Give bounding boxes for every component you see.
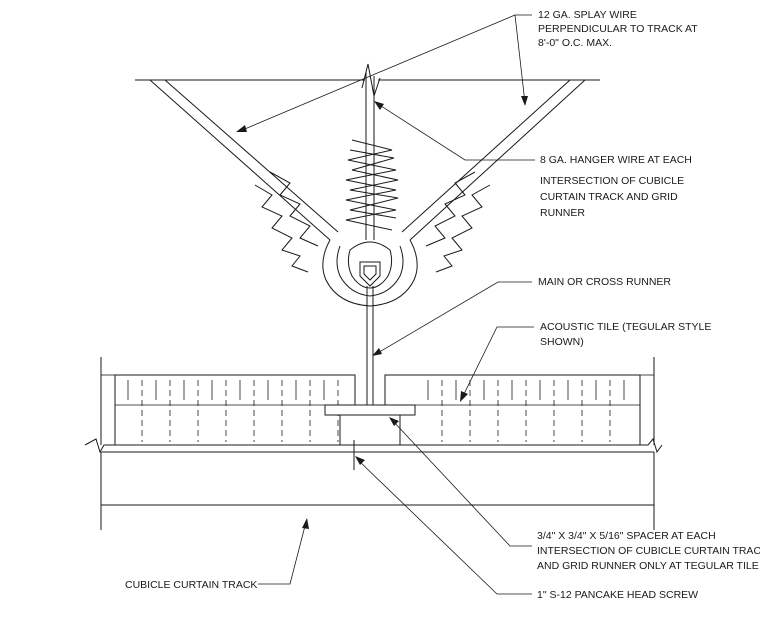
leader-acoustic-tile	[460, 326, 534, 402]
note-hanger-wire-line4: RUNNER	[540, 207, 585, 219]
leader-spacer	[389, 417, 532, 547]
acoustic-tile-left	[100, 357, 356, 446]
leader-hanger-wire	[374, 101, 535, 161]
leader-runner	[372, 281, 532, 356]
leader-track	[258, 518, 309, 585]
note-acoustic-tile-line1: ACOUSTIC TILE (TEGULAR STYLE	[540, 321, 711, 333]
note-splay-wire-line3: 8'-0" O.C. MAX.	[538, 37, 612, 49]
structure-line	[135, 63, 600, 98]
note-splay-wire-line2: PERPENDICULAR TO TRACK AT	[538, 23, 698, 35]
leader-splay-wire	[236, 14, 532, 132]
splay-wire-twist-right	[425, 171, 491, 273]
note-spacer-line3: AND GRID RUNNER ONLY AT TEGULAR TILE	[537, 560, 759, 572]
acoustic-tile-right	[384, 357, 655, 446]
note-hanger-wire-line3: CURTAIN TRACK AND GRID	[540, 191, 678, 203]
note-splay-wire-line1: 12 GA. SPLAY WIRE	[538, 9, 637, 21]
runner-web	[366, 286, 374, 405]
ceiling-line	[84, 437, 663, 454]
splay-wire-twist-left	[254, 171, 319, 273]
note-runner-line1: MAIN OR CROSS RUNNER	[538, 276, 671, 288]
note-screw-line1: 1" S-12 PANCAKE HEAD SCREW	[537, 589, 698, 601]
note-spacer: 3/4" X 3/4" X 5/16" SPACER AT EACH INTER…	[537, 530, 760, 572]
note-screw: 1" S-12 PANCAKE HEAD SCREW	[537, 589, 698, 601]
note-spacer-line2: INTERSECTION OF CUBICLE CURTAIN TRACK	[537, 545, 760, 557]
cubicle-curtain-track	[100, 451, 655, 530]
note-acoustic-tile-line2: SHOWN)	[540, 336, 584, 348]
note-hanger-wire: 8 GA. HANGER WIRE AT EACH INTERSECTION O…	[540, 154, 692, 219]
leader-screw	[355, 456, 532, 595]
note-track: CUBICLE CURTAIN TRACK	[125, 579, 257, 591]
note-track-line1: CUBICLE CURTAIN TRACK	[125, 579, 257, 591]
note-splay-wire: 12 GA. SPLAY WIRE PERPENDICULAR TO TRACK…	[538, 9, 698, 49]
splay-wire-left	[149, 79, 339, 241]
note-acoustic-tile: ACOUSTIC TILE (TEGULAR STYLE SHOWN)	[540, 321, 711, 348]
note-spacer-line1: 3/4" X 3/4" X 5/16" SPACER AT EACH	[537, 530, 716, 542]
note-hanger-wire-line2: INTERSECTION OF CUBICLE	[540, 175, 684, 187]
wire-loop	[322, 239, 418, 307]
note-runner: MAIN OR CROSS RUNNER	[538, 276, 671, 288]
hanger-wire-twist	[345, 139, 399, 231]
tile-texture	[127, 380, 625, 442]
note-hanger-wire-line1: 8 GA. HANGER WIRE AT EACH	[540, 154, 692, 166]
runner-flange	[324, 404, 416, 416]
